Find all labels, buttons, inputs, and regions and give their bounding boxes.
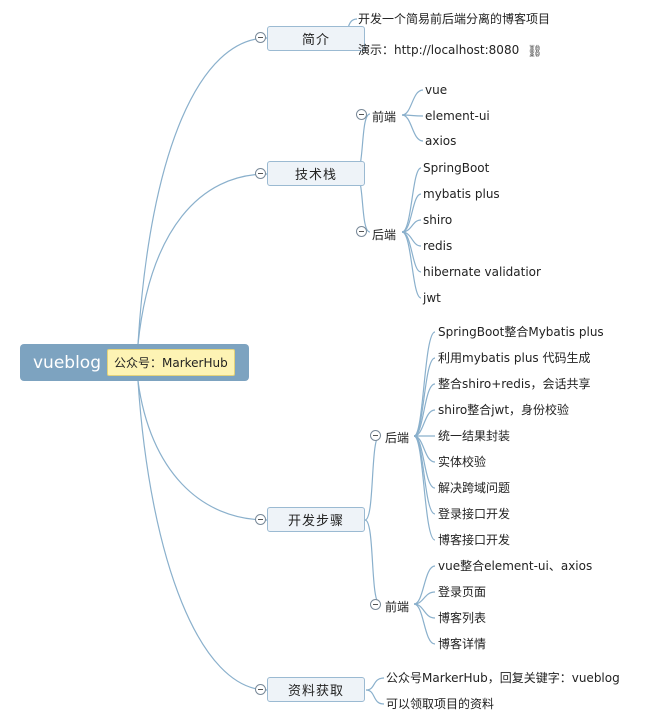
connector-root-steps [137,380,268,521]
collapse-toggle-icon[interactable] [356,109,367,120]
connector-res-1 [365,677,385,691]
collapse-toggle-icon[interactable] [370,599,381,610]
root-note: 公众号：MarkerHub [107,349,235,376]
intro-item-1: 开发一个简易前后端分离的博客项目 [358,12,551,26]
collapse-toggle-icon[interactable] [255,32,266,43]
connector-tb-2 [401,193,422,233]
tech-backend-item-3: shiro [423,213,453,227]
connector-sb-4 [413,409,436,437]
tech-backend-label[interactable]: 后端 [372,228,397,242]
topic-tech-stack[interactable]: 技术栈 [267,161,365,186]
steps-frontend-item-3: 博客列表 [438,611,487,625]
steps-backend-item-6: 实体校验 [438,455,487,469]
collapse-toggle-icon[interactable] [255,514,266,525]
connector-root-intro [137,37,268,345]
connector-sf-1 [413,565,436,605]
connector-sb-9 [413,435,436,541]
intro-item-2[interactable]: 演示：http://localhost:8080 ⛓ [358,42,542,59]
connector-sb-1 [413,331,436,437]
root-title: vueblog [33,352,101,373]
connector-sb-3 [413,383,436,437]
tech-backend-item-2: mybatis plus [423,187,500,201]
root-topic[interactable]: vueblog 公众号：MarkerHub [20,344,249,381]
connector-tb-1 [401,167,422,233]
steps-backend-item-3: 整合shiro+redis，会话共享 [438,377,591,391]
steps-backend-item-5: 统一结果封装 [438,429,511,443]
link-icon[interactable]: ⛓ [527,43,543,58]
tech-backend-item-6: jwt [423,291,441,305]
connector-root-tech [137,173,268,345]
topic-resources[interactable]: 资料获取 [267,677,365,702]
topic-intro[interactable]: 简介 [267,26,365,51]
tech-frontend-item-2: element-ui [425,109,490,123]
steps-backend-item-2: 利用mybatis plus 代码生成 [438,351,591,365]
tech-backend-item-1: SpringBoot [423,161,490,175]
steps-backend-item-1: SpringBoot整合Mybatis plus [438,325,604,339]
tech-frontend-item-1: vue [425,83,448,97]
connector-steps-back [364,434,381,521]
steps-frontend-item-2: 登录页面 [438,585,487,599]
steps-frontend-item-4: 博客详情 [438,637,487,651]
steps-frontend-item-1: vue整合element-ui、axios [438,559,593,573]
connector-sb-8 [413,435,436,515]
tech-backend-item-4: redis [423,239,453,253]
collapse-toggle-icon[interactable] [255,168,266,179]
connector-res-2 [365,689,385,705]
collapse-toggle-icon[interactable] [370,430,381,441]
connector-tf-3 [401,114,424,142]
resources-item-1: 公众号MarkerHub，回复关键字：vueblog [386,671,620,685]
connector-tb-6 [401,231,422,299]
intro-item-2-text: 演示：http://localhost:8080 [358,43,520,57]
steps-backend-item-4: shiro整合jwt，身份校验 [438,403,570,417]
topic-dev-steps[interactable]: 开发步骤 [267,507,365,532]
steps-backend-label[interactable]: 后端 [385,431,410,445]
connector-steps-front [364,519,381,605]
collapse-toggle-icon[interactable] [255,684,266,695]
connector-root-resources [137,380,268,691]
tech-backend-item-5: hibernate validatior [423,265,541,279]
connector-sb-2 [413,357,436,437]
steps-backend-item-8: 登录接口开发 [438,507,511,521]
steps-backend-item-9: 博客接口开发 [438,533,511,547]
tech-frontend-label[interactable]: 前端 [372,110,397,124]
steps-frontend-label[interactable]: 前端 [385,600,410,614]
steps-backend-item-7: 解决跨域问题 [438,481,511,495]
collapse-toggle-icon[interactable] [356,226,367,237]
resources-item-2: 可以领取项目的资料 [386,697,495,711]
connector-sf-4 [413,603,436,645]
tech-frontend-item-3: axios [425,134,457,148]
connector-tf-1 [401,89,424,116]
